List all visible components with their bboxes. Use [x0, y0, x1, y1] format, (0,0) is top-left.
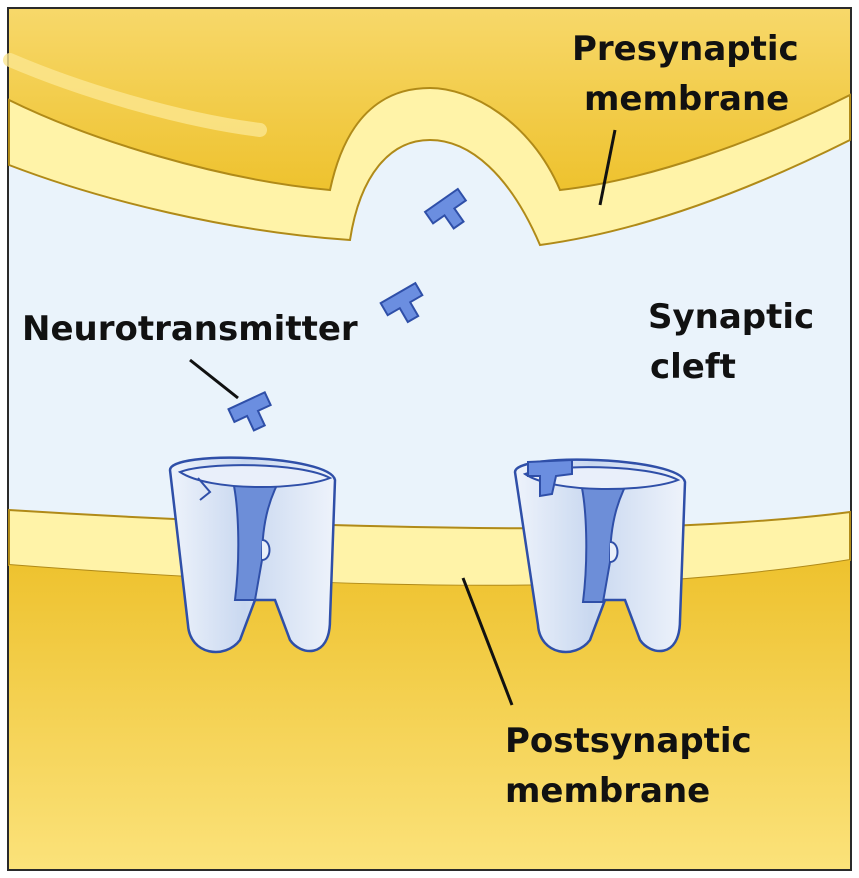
postsynaptic-label-line2: membrane: [505, 771, 710, 811]
synaptic-cleft-label-line1: Synaptic: [648, 297, 814, 337]
postsynaptic-cytoplasm: [9, 560, 850, 869]
postsynaptic-label-line1: Postsynaptic: [505, 721, 752, 761]
synaptic-cleft-label-line2: cleft: [650, 347, 736, 387]
presynaptic-label-line1: Presynaptic: [572, 29, 799, 69]
neurotransmitter-label: Neurotransmitter: [22, 309, 358, 349]
presynaptic-label-line2: membrane: [584, 79, 789, 119]
